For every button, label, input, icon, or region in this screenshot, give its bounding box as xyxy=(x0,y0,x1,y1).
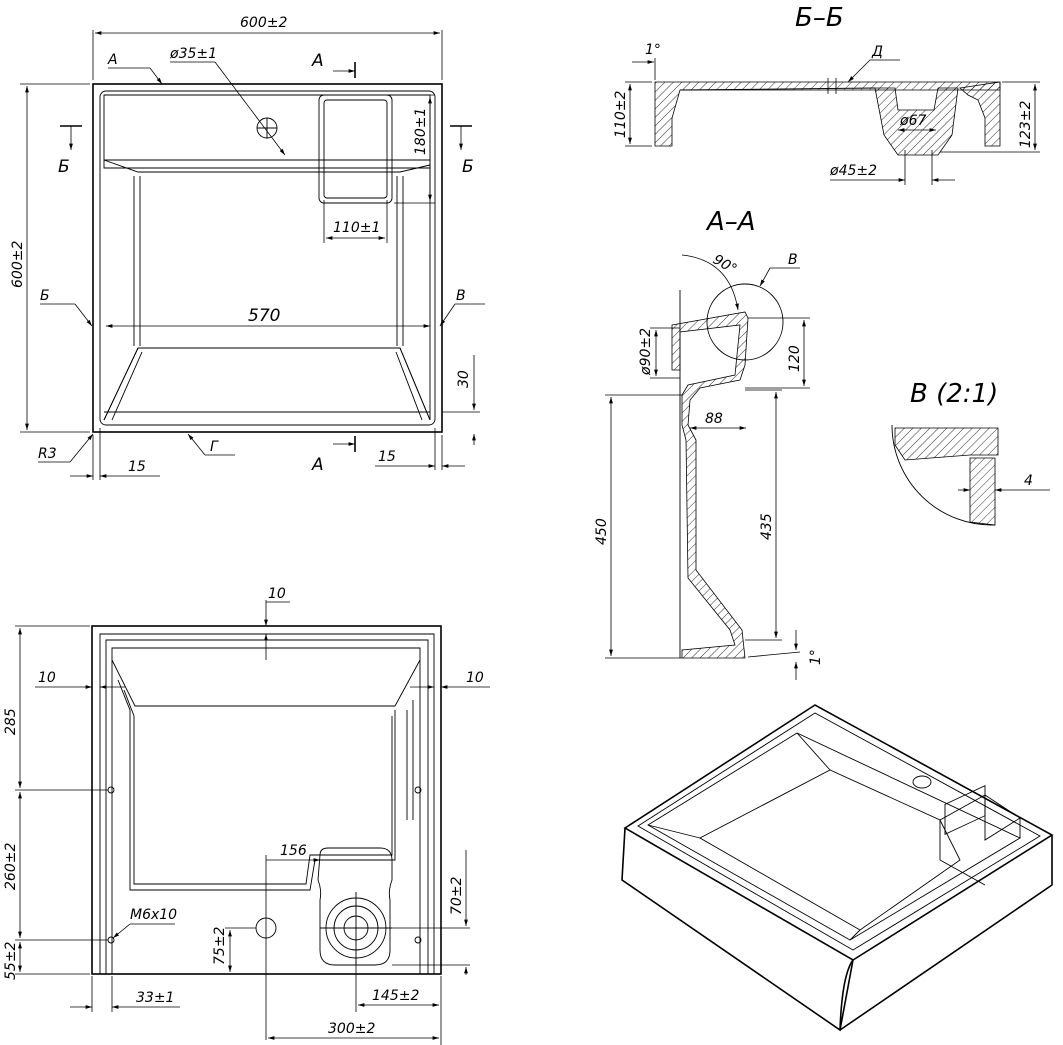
dim-75-text: 75±2 xyxy=(212,926,228,965)
detail-v-thickness-text: 4 xyxy=(1024,473,1033,489)
dim-145-text: 145±2 xyxy=(372,988,419,1004)
radius-dim-text: R3 xyxy=(38,446,57,462)
bb-height-right-text: 123±2 xyxy=(1018,101,1034,148)
aa-detail-label: В xyxy=(788,252,798,268)
bowl-outline xyxy=(103,159,431,421)
iso-bowl xyxy=(699,769,961,931)
bb-angle-text: 1° xyxy=(645,42,661,58)
section-aa: А–А В 90° ø90±2 120 88 450 435 xyxy=(594,207,824,680)
top-offset-text: 10 xyxy=(268,586,286,602)
pocket-width-text: 110±1 xyxy=(333,220,380,236)
thread-dim-text: M6x10 xyxy=(130,907,177,923)
section-aa-title: А–А xyxy=(705,207,756,237)
dim-33-text: 33±1 xyxy=(136,990,174,1006)
section-b-right-label: Б xyxy=(462,157,474,177)
screw-2 xyxy=(414,786,422,794)
detail-v: В (2:1) 4 xyxy=(891,379,1050,526)
aa-88-text: 88 xyxy=(705,411,723,427)
hole-dim-text: ø35±1 xyxy=(169,46,217,62)
screw-4 xyxy=(414,936,422,944)
pocket-height-text: 180±1 xyxy=(413,108,429,155)
dim-55-text: 55±2 xyxy=(3,941,19,980)
dim-156-text: 156 xyxy=(280,843,307,859)
width-dim-text: 600±2 xyxy=(240,15,287,31)
drain-recess xyxy=(317,847,393,966)
section-bb-title: Б–Б xyxy=(795,3,844,33)
bb-height-left-text: 110±2 xyxy=(613,91,629,138)
aa-435-text: 435 xyxy=(759,513,775,540)
section-bb: Б–Б 1° Д 110±2 123±2 ø67 ø45±2 xyxy=(613,3,1040,185)
bb-drain-text: ø67 xyxy=(899,113,926,129)
section-bb-right-wall xyxy=(959,81,1001,147)
bb-drain-outer-text: ø45±2 xyxy=(829,163,877,179)
label-g-leader: Г xyxy=(210,439,219,455)
section-bb-drain xyxy=(874,87,959,156)
outer-outline xyxy=(92,83,443,433)
detail-v-wall xyxy=(969,457,996,526)
aa-angle-bottom-text: 1° xyxy=(808,649,824,665)
left-offset-text: 10 xyxy=(38,670,56,686)
detail-v-title: В (2:1) xyxy=(910,379,998,409)
top-view: ø35±1 600±2 600±2 A A A Б Б 180±1 xyxy=(10,15,485,480)
left-edge-dim-text: 15 xyxy=(128,459,146,475)
pocket xyxy=(318,94,393,204)
section-b-left-label: Б xyxy=(58,157,70,177)
dim-260-text: 260±2 xyxy=(3,843,19,890)
detail-v-circle xyxy=(706,283,784,361)
detail-v-arc xyxy=(891,424,996,526)
aa-hole-text: ø90±2 xyxy=(638,328,654,376)
height-dim-text: 600±2 xyxy=(10,241,26,288)
aa-angle-text: 90° xyxy=(710,252,740,278)
label-a-top: A xyxy=(107,52,118,68)
bb-d-label: Д xyxy=(871,44,883,60)
iso-tap-hole xyxy=(912,775,932,789)
isometric-view xyxy=(621,704,1054,1032)
bottom-view: 10 10 10 285 260±2 55±2 M6x10 156 70±2 xyxy=(3,586,490,1045)
detail-v-top xyxy=(894,427,999,461)
aa-450-text: 450 xyxy=(594,518,610,545)
dim-70-text: 70±2 xyxy=(449,876,465,915)
section-a-bottom-label: A xyxy=(311,455,324,475)
right-edge-dim-text: 15 xyxy=(378,449,396,465)
label-v-leader: В xyxy=(456,288,466,304)
dim-285-text: 285 xyxy=(3,708,19,735)
dim-300-text: 300±2 xyxy=(328,1021,375,1037)
inner-width-text: 570 xyxy=(248,306,280,326)
right-offset-text: 10 xyxy=(466,670,484,686)
screw-1 xyxy=(107,786,115,794)
section-a-top-label: A xyxy=(311,51,324,71)
bottom-outer xyxy=(91,625,442,975)
label-b-leader: Б xyxy=(40,288,50,304)
section-aa-profile xyxy=(671,311,749,659)
iso-top-outline xyxy=(623,704,1054,961)
lip-dim-text: 30 xyxy=(456,370,472,388)
aa-120-text: 120 xyxy=(787,345,803,372)
inner-rim xyxy=(99,90,436,426)
